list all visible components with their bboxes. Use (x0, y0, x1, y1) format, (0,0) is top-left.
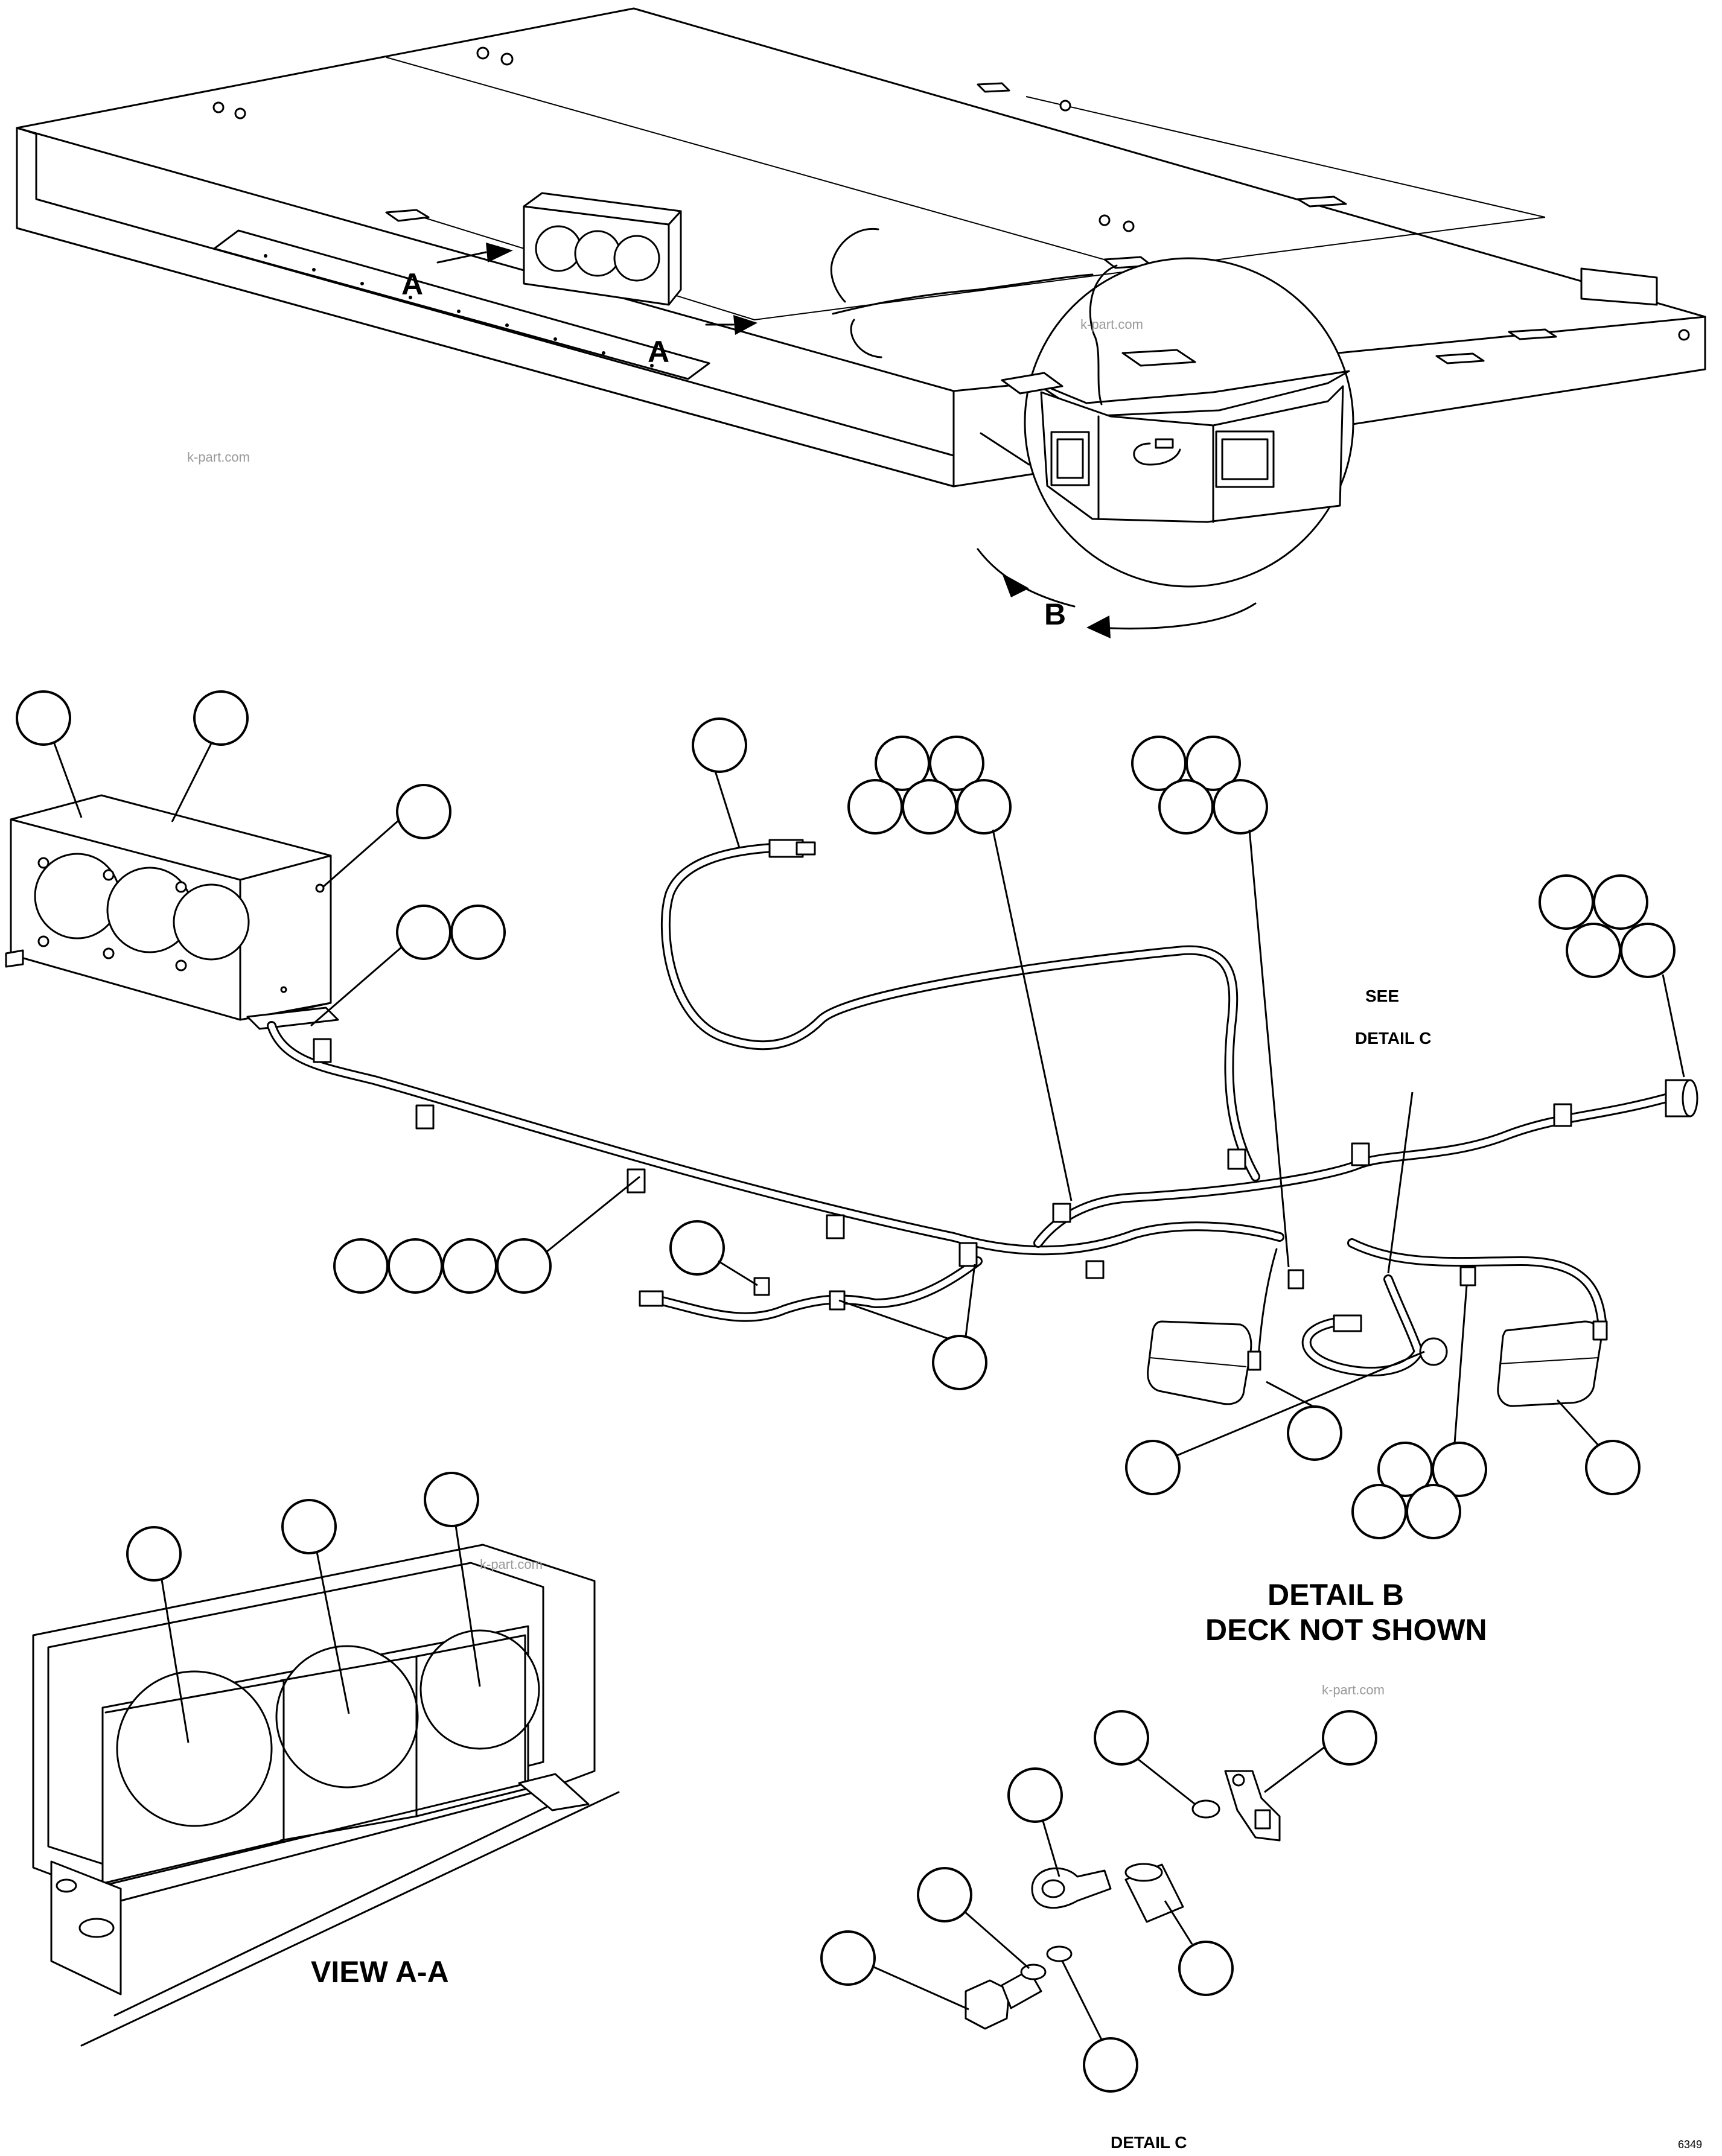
figure-code: 6349 (1678, 2139, 1702, 2151)
watermark: k-part.com (1080, 317, 1143, 332)
rail-holes (264, 254, 654, 367)
detail-marker-b: B (1044, 597, 1066, 631)
item-balloons (16, 690, 1676, 1539)
detail-b-harness: SEE DETAIL C DETAIL B DECK NOT SHOWN (5, 690, 1698, 1647)
view-a-a-title: VIEW A-A (311, 1955, 449, 1989)
section-marker-a-upper: A (401, 267, 423, 301)
view-a-a: VIEW A-A k-part.com (32, 1472, 620, 2047)
deck-assembly: A A (16, 7, 1706, 488)
watermark: k-part.com (1322, 1682, 1385, 1697)
section-marker-a-lower: A (648, 335, 669, 369)
detail-c-title: DETAIL C (1111, 2133, 1187, 2152)
light-housing-on-deck (523, 192, 682, 306)
left-marker-lamp (1147, 1320, 1261, 1405)
see-detail-text-line1: SEE (1365, 987, 1399, 1005)
detail-b-title: DETAIL B (1268, 1578, 1404, 1612)
right-marker-lamp (1497, 1320, 1608, 1407)
detail-b-subtitle: DECK NOT SHOWN (1205, 1613, 1487, 1647)
harness-clamps (313, 1038, 1572, 1311)
detail-c: DETAIL C 6349 (820, 1710, 1702, 2152)
watermark: k-part.com (187, 450, 250, 465)
see-detail-text-line2: DETAIL C (1355, 1029, 1432, 1048)
watermark: k-part.com (480, 1557, 543, 1572)
detail-b-magnifier: k-part.com (980, 257, 1354, 588)
leader-lines (53, 743, 1685, 1457)
